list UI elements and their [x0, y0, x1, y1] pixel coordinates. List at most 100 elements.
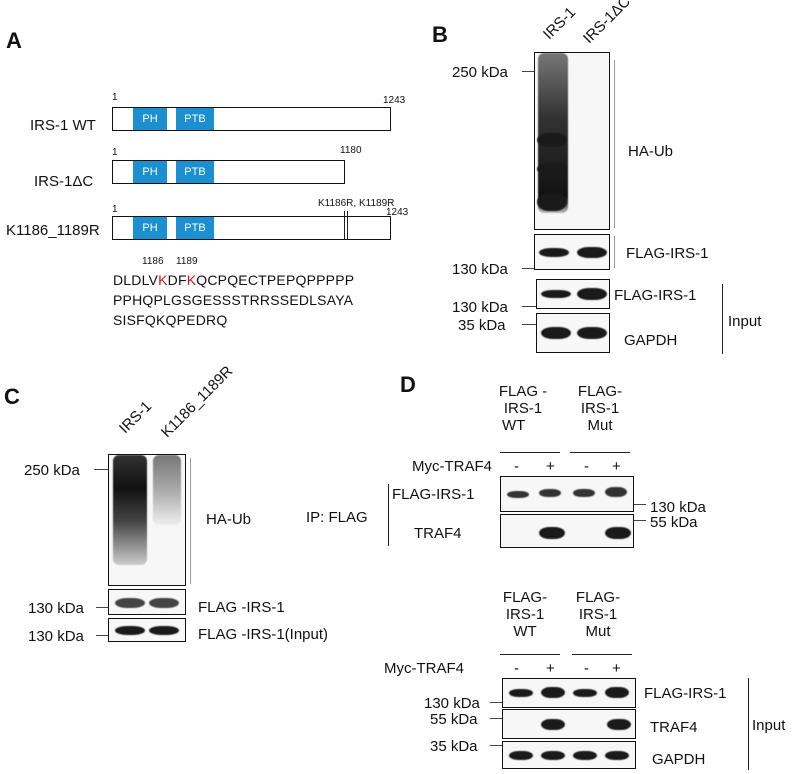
panel-b-flag-irs1-blot	[534, 234, 610, 270]
construct-dc-end: 1180	[340, 145, 362, 156]
panel-d-top-sign-2: +	[546, 458, 555, 475]
wt-line-1: FLAG -	[498, 383, 548, 400]
panel-d-bottom-marker-35: 35 kDa	[430, 738, 478, 755]
panel-b-marker-130: 130 kDa	[452, 261, 508, 278]
panel-d-top-traf4-blot	[500, 514, 634, 548]
construct-mut-name: K1186_1189R	[6, 222, 100, 239]
panel-d-bottom-traf4-blot	[502, 709, 636, 739]
panel-c-ha-ub-blot	[108, 454, 186, 586]
panel-d-bottom-sign-3: -	[584, 660, 589, 677]
panel-c-lane-mut: K1186_1189R	[157, 362, 237, 441]
panel-d-bottom-myc-label: Myc-TRAF4	[384, 660, 464, 677]
mutation-line-2	[347, 211, 348, 240]
panel-d-bottom-flag-blot	[502, 678, 636, 708]
wt-b-line-3: WT	[513, 623, 537, 640]
mut-b-line-3: Mut	[585, 623, 611, 640]
panel-d-bottom-label-gapdh: GAPDH	[652, 751, 706, 768]
sequence-line-1: DLDLVKDFKQCPQECTPEPQPPPPP	[113, 272, 354, 288]
panel-b-label: B	[432, 22, 448, 47]
seq-position-1189: 1189	[176, 256, 198, 267]
panel-d-top-group-mut: FLAG- IRS-1 Mut	[568, 383, 632, 434]
panel-b-input-label: Input	[728, 313, 762, 330]
mut-b-line-2: IRS-1	[578, 606, 618, 623]
seq-line1-part-a: DLDLV	[113, 272, 159, 288]
panel-c-label-ha-ub: HA-Ub	[206, 511, 252, 528]
mutation-line-1	[344, 211, 345, 240]
panel-c-flag-irs1-blot	[108, 589, 186, 615]
construct-wt-name: IRS-1 WT	[30, 117, 96, 134]
panel-d-top-sign-3: -	[584, 458, 589, 475]
sequence-line-3: SISFQKQPEDRQ	[113, 312, 228, 328]
construct-dc-start: 1	[112, 147, 118, 158]
panel-b-lane-irs1dc: IRS-1ΔC	[579, 0, 634, 48]
construct-dc-ptb-domain: PTB	[176, 161, 214, 183]
panel-b-marker-250: 250 kDa	[452, 64, 508, 81]
mut-line-1: FLAG-	[577, 383, 623, 400]
panel-c-lane-irs1: IRS-1	[115, 397, 156, 437]
construct-mut-end: 1243	[386, 207, 409, 218]
wt-b-line-1: FLAG-	[502, 589, 548, 606]
panel-d-label: D	[400, 372, 416, 397]
panel-b-label-gapdh: GAPDH	[624, 332, 678, 349]
panel-d-top-marker-55: 55 kDa	[650, 514, 698, 531]
wt-line-2: IRS-1	[503, 400, 543, 417]
mut-b-line-1: FLAG-	[575, 589, 621, 606]
mut-line-2: IRS-1	[580, 400, 620, 417]
panel-d-bottom-label-flag: FLAG-IRS-1	[644, 685, 727, 702]
seq-line1-part-c: QCPQECTPEPQPPPPP	[196, 272, 355, 288]
seq-position-1186: 1186	[142, 256, 164, 267]
panel-d-top-sign-4: +	[612, 458, 621, 475]
panel-d-top-sign-1: -	[514, 458, 519, 475]
panel-b-marker-35: 35 kDa	[458, 317, 506, 334]
panel-b-label-flag-irs1: FLAG-IRS-1	[626, 245, 709, 262]
construct-wt-start: 1	[112, 92, 118, 103]
panel-d-top-flag-blot	[500, 476, 634, 512]
panel-d-bottom-group-mut: FLAG- IRS-1 Mut	[566, 589, 630, 640]
seq-lysine-1189: K	[186, 272, 197, 288]
panel-d-top-marker-130: 130 kDa	[650, 499, 706, 516]
panel-d-bottom-gapdh-blot	[502, 741, 636, 769]
panel-d-bottom-sign-4: +	[612, 660, 621, 677]
construct-wt-ptb-domain: PTB	[176, 108, 214, 130]
wt-line-3: WT	[502, 417, 526, 434]
seq-line1-part-b: DF	[167, 272, 187, 288]
panel-c-marker-130: 130 kDa	[28, 600, 84, 617]
panel-b-label-ha-ub: HA-Ub	[628, 143, 674, 160]
panel-b-marker-130-input: 130 kDa	[452, 299, 508, 316]
panel-d-bottom-marker-130: 130 kDa	[424, 695, 480, 712]
panel-b-gapdh-blot	[536, 313, 610, 353]
construct-mut-ph-domain: PH	[133, 217, 167, 239]
construct-wt-end: 1243	[383, 95, 406, 106]
panel-d-top-label-traf4: TRAF4	[414, 525, 462, 542]
panel-d-bottom-group-wt: FLAG- IRS-1 WT	[492, 589, 558, 640]
panel-d-bottom-marker-55: 55 kDa	[430, 711, 478, 728]
construct-dc-ph-domain: PH	[133, 161, 167, 183]
panel-d-ip-label: IP: FLAG	[306, 509, 368, 526]
panel-d-bottom-label-traf4: TRAF4	[650, 719, 698, 736]
panel-c-input-blot	[108, 618, 186, 642]
seq-lysine-1186: K	[158, 272, 168, 288]
panel-b-input-flag-blot	[536, 279, 610, 309]
panel-a-label: A	[6, 28, 22, 53]
panel-c-label: C	[4, 384, 20, 409]
wt-b-line-2: IRS-1	[505, 606, 545, 623]
panel-d-bottom-input-label: Input	[752, 717, 786, 734]
panel-c-marker-130-input: 130 kDa	[28, 628, 84, 645]
panel-d-bottom-sign-2: +	[546, 660, 555, 677]
construct-dc-name: IRS-1ΔC	[34, 173, 94, 190]
panel-d-bottom-sign-1: -	[514, 660, 519, 677]
construct-wt-ph-domain: PH	[133, 108, 167, 130]
construct-mut-sites: K1186R, K1189R	[318, 198, 395, 209]
panel-d-top-group-wt: FLAG - IRS-1 WT	[498, 383, 548, 434]
panel-d-top-label-flag: FLAG-IRS-1	[392, 486, 475, 503]
panel-b-lane-irs1: IRS-1	[539, 3, 580, 44]
panel-d-top-myc-label: Myc-TRAF4	[412, 458, 492, 475]
sequence-line-2: PPHQPLGSGESSSTRRSSEDLSAYA	[113, 292, 354, 308]
construct-mut-start: 1	[112, 204, 118, 215]
mut-line-3: Mut	[587, 417, 613, 434]
panel-c-label-input: FLAG -IRS-1(Input)	[198, 626, 329, 643]
construct-mut-ptb-domain: PTB	[176, 217, 214, 239]
panel-b-ha-ub-blot	[534, 52, 610, 230]
panel-b-label-flag-irs1-input: FLAG-IRS-1	[614, 287, 697, 304]
panel-c-marker-250: 250 kDa	[24, 462, 80, 479]
